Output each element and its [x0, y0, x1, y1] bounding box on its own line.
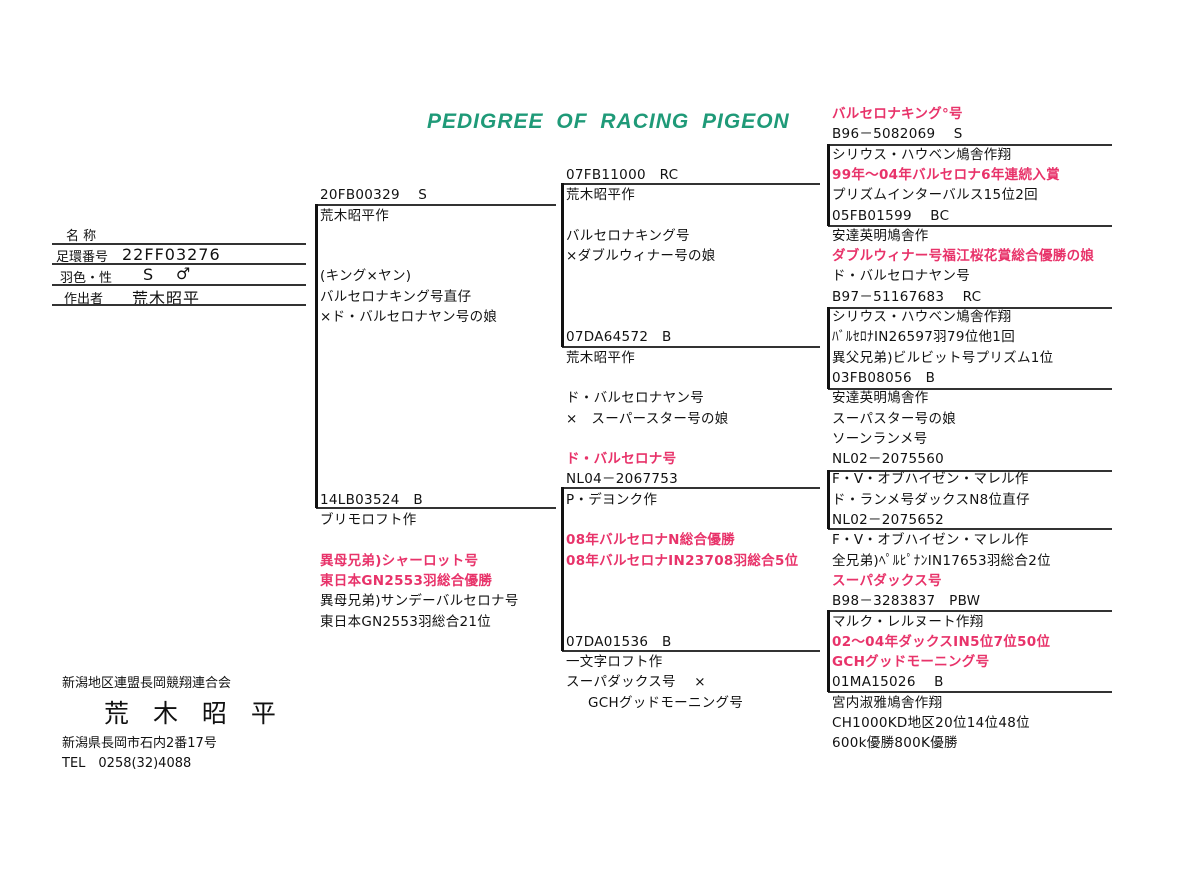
pedigree-line: 全兄弟)ﾍﾟﾙﾋﾟﾅﾝIN17653羽総合2位 [832, 552, 1051, 569]
pedigree-line: P・デヨンク作 [566, 491, 658, 508]
pedigree-line: NL04－2067753 [566, 471, 679, 488]
color-value: S [143, 265, 155, 284]
breeder-value: 荒木昭平 [132, 289, 201, 308]
pedigree-line: 荒木昭平作 [566, 187, 635, 204]
line [562, 650, 820, 652]
line [828, 144, 1112, 146]
owner-name: 荒 木 昭 平 [104, 699, 284, 728]
pedigree-line: CH1000KD地区20位14位48位 [832, 715, 1030, 731]
line [562, 346, 820, 348]
pedigree-line: 03FB08056 B [832, 369, 936, 386]
divider [52, 243, 306, 245]
pedigree-line: GCHグッドモーニング号 [588, 694, 744, 711]
pedigree-line: 安達英明鳩舎作 [832, 227, 929, 244]
divider [52, 304, 306, 306]
pedigree-line: B98－3283837 PBW [832, 593, 981, 610]
line [828, 691, 1112, 693]
bracket [561, 183, 564, 347]
pedigree-line: 異母兄弟)サンデーバルセロナ号 [320, 593, 519, 610]
pedigree-line: ﾊﾞﾙｾﾛﾅIN26597羽79位他1回 [832, 329, 1015, 346]
owner-tel: TEL 0258(32)4088 [62, 756, 192, 771]
pedigree-line: 荒木昭平作 [320, 207, 389, 224]
pedigree-line: バルセロナキング号 [566, 227, 690, 244]
pedigree-line: 01MA15026 B [832, 674, 944, 691]
breeder-label: 作出者 [64, 292, 104, 307]
pedigree-highlight-line: GCHグッドモーニング号 [832, 654, 990, 671]
pedigree-line: 荒木昭平作 [566, 349, 635, 366]
pedigree-highlight-line: 02～04年ダックスIN5位7位50位 [832, 633, 1051, 650]
pedigree-line: ド・ランメ号ダックスN8位直仔 [832, 491, 1030, 508]
pedigree-line: F・V・オブハイゼン・マレル作 [832, 532, 1029, 549]
pedigree-highlight-line: ド・バルセロナ号 [566, 451, 677, 468]
pedigree-line: スーパダックス号 × [566, 674, 706, 691]
pedigree-line: 宮内淑雅鳩舎作翔 [832, 694, 943, 711]
line [562, 487, 820, 489]
pedigree-line: 安達英明鳩舎作 [832, 390, 929, 407]
divider [52, 284, 306, 286]
pedigree-line: ×ダブルウィナー号の娘 [566, 248, 716, 265]
pedigree-highlight-line: バルセロナキング°号 [832, 106, 963, 122]
pedigree-line: 05FB01599 BC [832, 207, 950, 224]
dam-line [316, 507, 556, 509]
line [828, 610, 1112, 612]
pedigree-line: ブリモロフト作 [320, 512, 417, 528]
pedigree-highlight-line: 東日本GN2553羽総合優勝 [320, 572, 493, 589]
ring-label: 足環番号 [56, 250, 109, 265]
pedigree-line: ド・バルセロナヤン号 [566, 390, 704, 407]
name-label: 名 称 [66, 229, 97, 244]
pedigree-line: 異父兄弟)ビルビット号プリズム1位 [832, 349, 1054, 366]
pedigree-line: NL02－2075560 [832, 451, 945, 468]
pedigree-line: スーパスター号の娘 [832, 410, 957, 427]
pedigree-line: 600k優勝800K優勝 [832, 735, 958, 752]
pedigree-line: 07DA01536 B [566, 633, 672, 650]
bracket [827, 307, 830, 389]
line [828, 470, 1112, 472]
pedigree-line: NL02－2075652 [832, 512, 945, 528]
bracket [315, 204, 318, 508]
line [562, 183, 820, 185]
sire-line [316, 204, 556, 206]
line [828, 307, 1112, 309]
pedigree-line: シリウス・ハウベン鳩舎作翔 [832, 146, 1012, 163]
pedigree-line: B96－5082069 S [832, 126, 963, 143]
pedigree-line: × スーパースター号の娘 [566, 410, 729, 427]
bracket [827, 610, 830, 692]
pedigree-line: 東日本GN2553羽総合21位 [320, 613, 492, 630]
pedigree-highlight-line: 99年～04年バルセロナ6年連続入賞 [832, 166, 1060, 183]
pedigree-line: (キング×ヤン) [320, 268, 412, 285]
pedigree-line: バルセロナキング号直仔 [320, 288, 472, 305]
pedigree-highlight-line: 08年バルセロナIN23708羽総合5位 [566, 552, 799, 569]
pedigree-line: 14LB03524 B [320, 491, 423, 508]
pedigree-highlight-line: スーパダックス号 [832, 572, 942, 589]
document-title: PEDIGREE OF RACING PIGEON [427, 110, 790, 133]
line [828, 528, 1112, 530]
divider [52, 263, 306, 265]
pedigree-highlight-line: 異母兄弟)シャーロット号 [320, 552, 479, 569]
pedigree-line: ソーンランメ号 [832, 430, 928, 447]
line [828, 388, 1112, 390]
pedigree-highlight-line: ダブルウィナー号福江桜花賞総合優勝の娘 [832, 248, 1095, 265]
pedigree-line: B97－51167683 RC [832, 288, 982, 305]
bracket [827, 144, 830, 226]
line [828, 225, 1112, 227]
pedigree-line: マルク・レルヌート作翔 [832, 613, 984, 630]
color-sex-label: 羽色・性 [60, 271, 113, 286]
association-name: 新潟地区連盟長岡競翔連合会 [62, 676, 232, 691]
pedigree-highlight-line: 08年バルセロナN総合優勝 [566, 532, 735, 549]
pedigree-line: 07DA64572 B [566, 329, 672, 346]
bracket [827, 470, 830, 529]
pedigree-line: シリウス・ハウベン鳩舎作翔 [832, 309, 1012, 325]
pedigree-line: プリズムインターバルス15位2回 [832, 187, 1038, 204]
pedigree-line: 一文字ロフト作 [566, 654, 663, 671]
pedigree-line: ド・バルセロナヤン号 [832, 268, 970, 285]
pedigree-line: 07FB11000 RC [566, 166, 679, 183]
pedigree-line: ×ド・バルセロナヤン号の娘 [320, 309, 498, 325]
pedigree-line: F・V・オブハイゼン・マレル作 [832, 471, 1029, 488]
pedigree-line: 20FB00329 S [320, 187, 428, 204]
bracket [561, 487, 564, 651]
ring-number: 22FF03276 [122, 245, 221, 264]
sex-icon: ♂ [176, 264, 192, 283]
owner-address: 新潟県長岡市石内2番17号 [62, 736, 217, 751]
